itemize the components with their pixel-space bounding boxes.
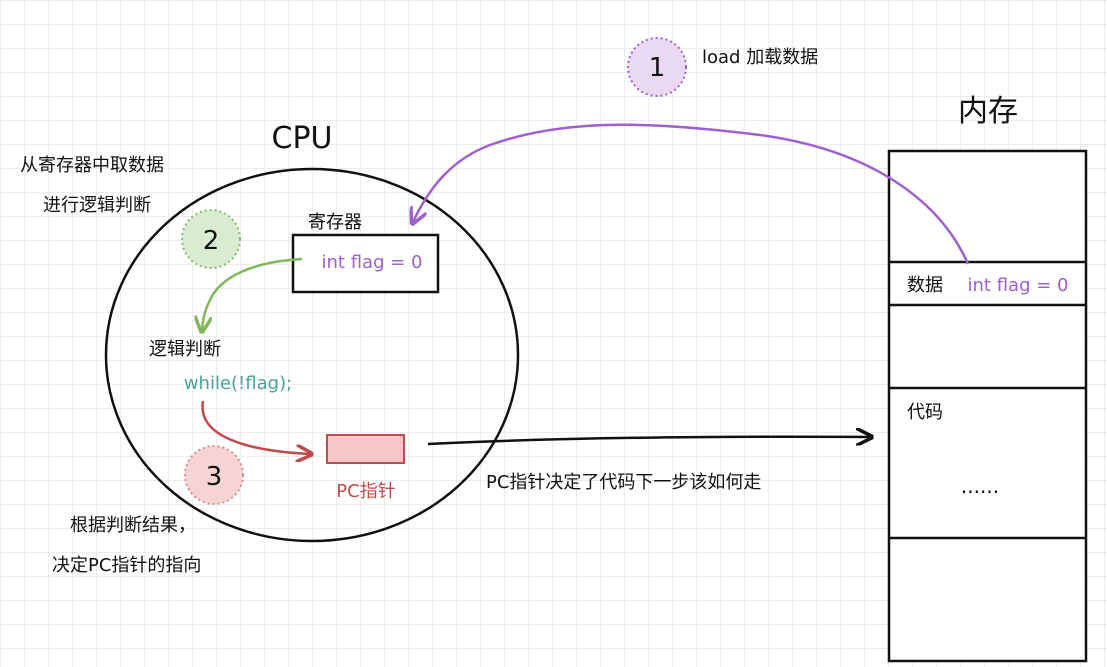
load-annotation: load 加载数据 (702, 47, 818, 68)
logic-to-pc-arrow (201, 400, 310, 454)
logic-title: 逻辑判断 (149, 339, 221, 360)
memory-block (887, 149, 1088, 663)
logic-code: while(!flag); (184, 373, 292, 394)
pc-explain-annotation: PC指针决定了代码下一步该如何走 (486, 472, 761, 493)
step-2-number: 2 (203, 226, 220, 256)
memory-ellipsis: ...... (961, 474, 999, 498)
step-1-circle (627, 37, 687, 97)
register-title: 寄存器 (308, 212, 362, 233)
step-3-number: 3 (206, 462, 223, 492)
register-box (291, 233, 440, 294)
memory-title: 内存 (958, 94, 1018, 129)
step-2-annotation-line2: 进行逻辑判断 (43, 195, 151, 216)
cpu-title: CPU (272, 121, 333, 156)
cpu-ellipse (104, 167, 520, 543)
register-value: int flag = 0 (322, 252, 423, 273)
step-2-annotation-line1: 从寄存器中取数据 (20, 155, 164, 176)
memory-data-label: 数据 (907, 275, 943, 296)
step-3-annotation-line1: 根据判断结果， (70, 515, 196, 536)
load-arrow (413, 123, 970, 265)
step-1-number: 1 (649, 53, 666, 83)
pc-to-code-arrow (427, 437, 870, 444)
pc-pointer-label: PC指针 (336, 481, 395, 502)
step-2-circle (181, 209, 241, 269)
step-3-circle (184, 445, 244, 505)
memory-code-label: 代码 (907, 402, 943, 423)
memory-data-value: int flag = 0 (968, 275, 1069, 296)
pc-pointer-box (326, 434, 405, 464)
step-3-annotation-line2: 决定PC指针的指向 (52, 555, 201, 576)
register-to-logic-arrow (202, 257, 303, 330)
